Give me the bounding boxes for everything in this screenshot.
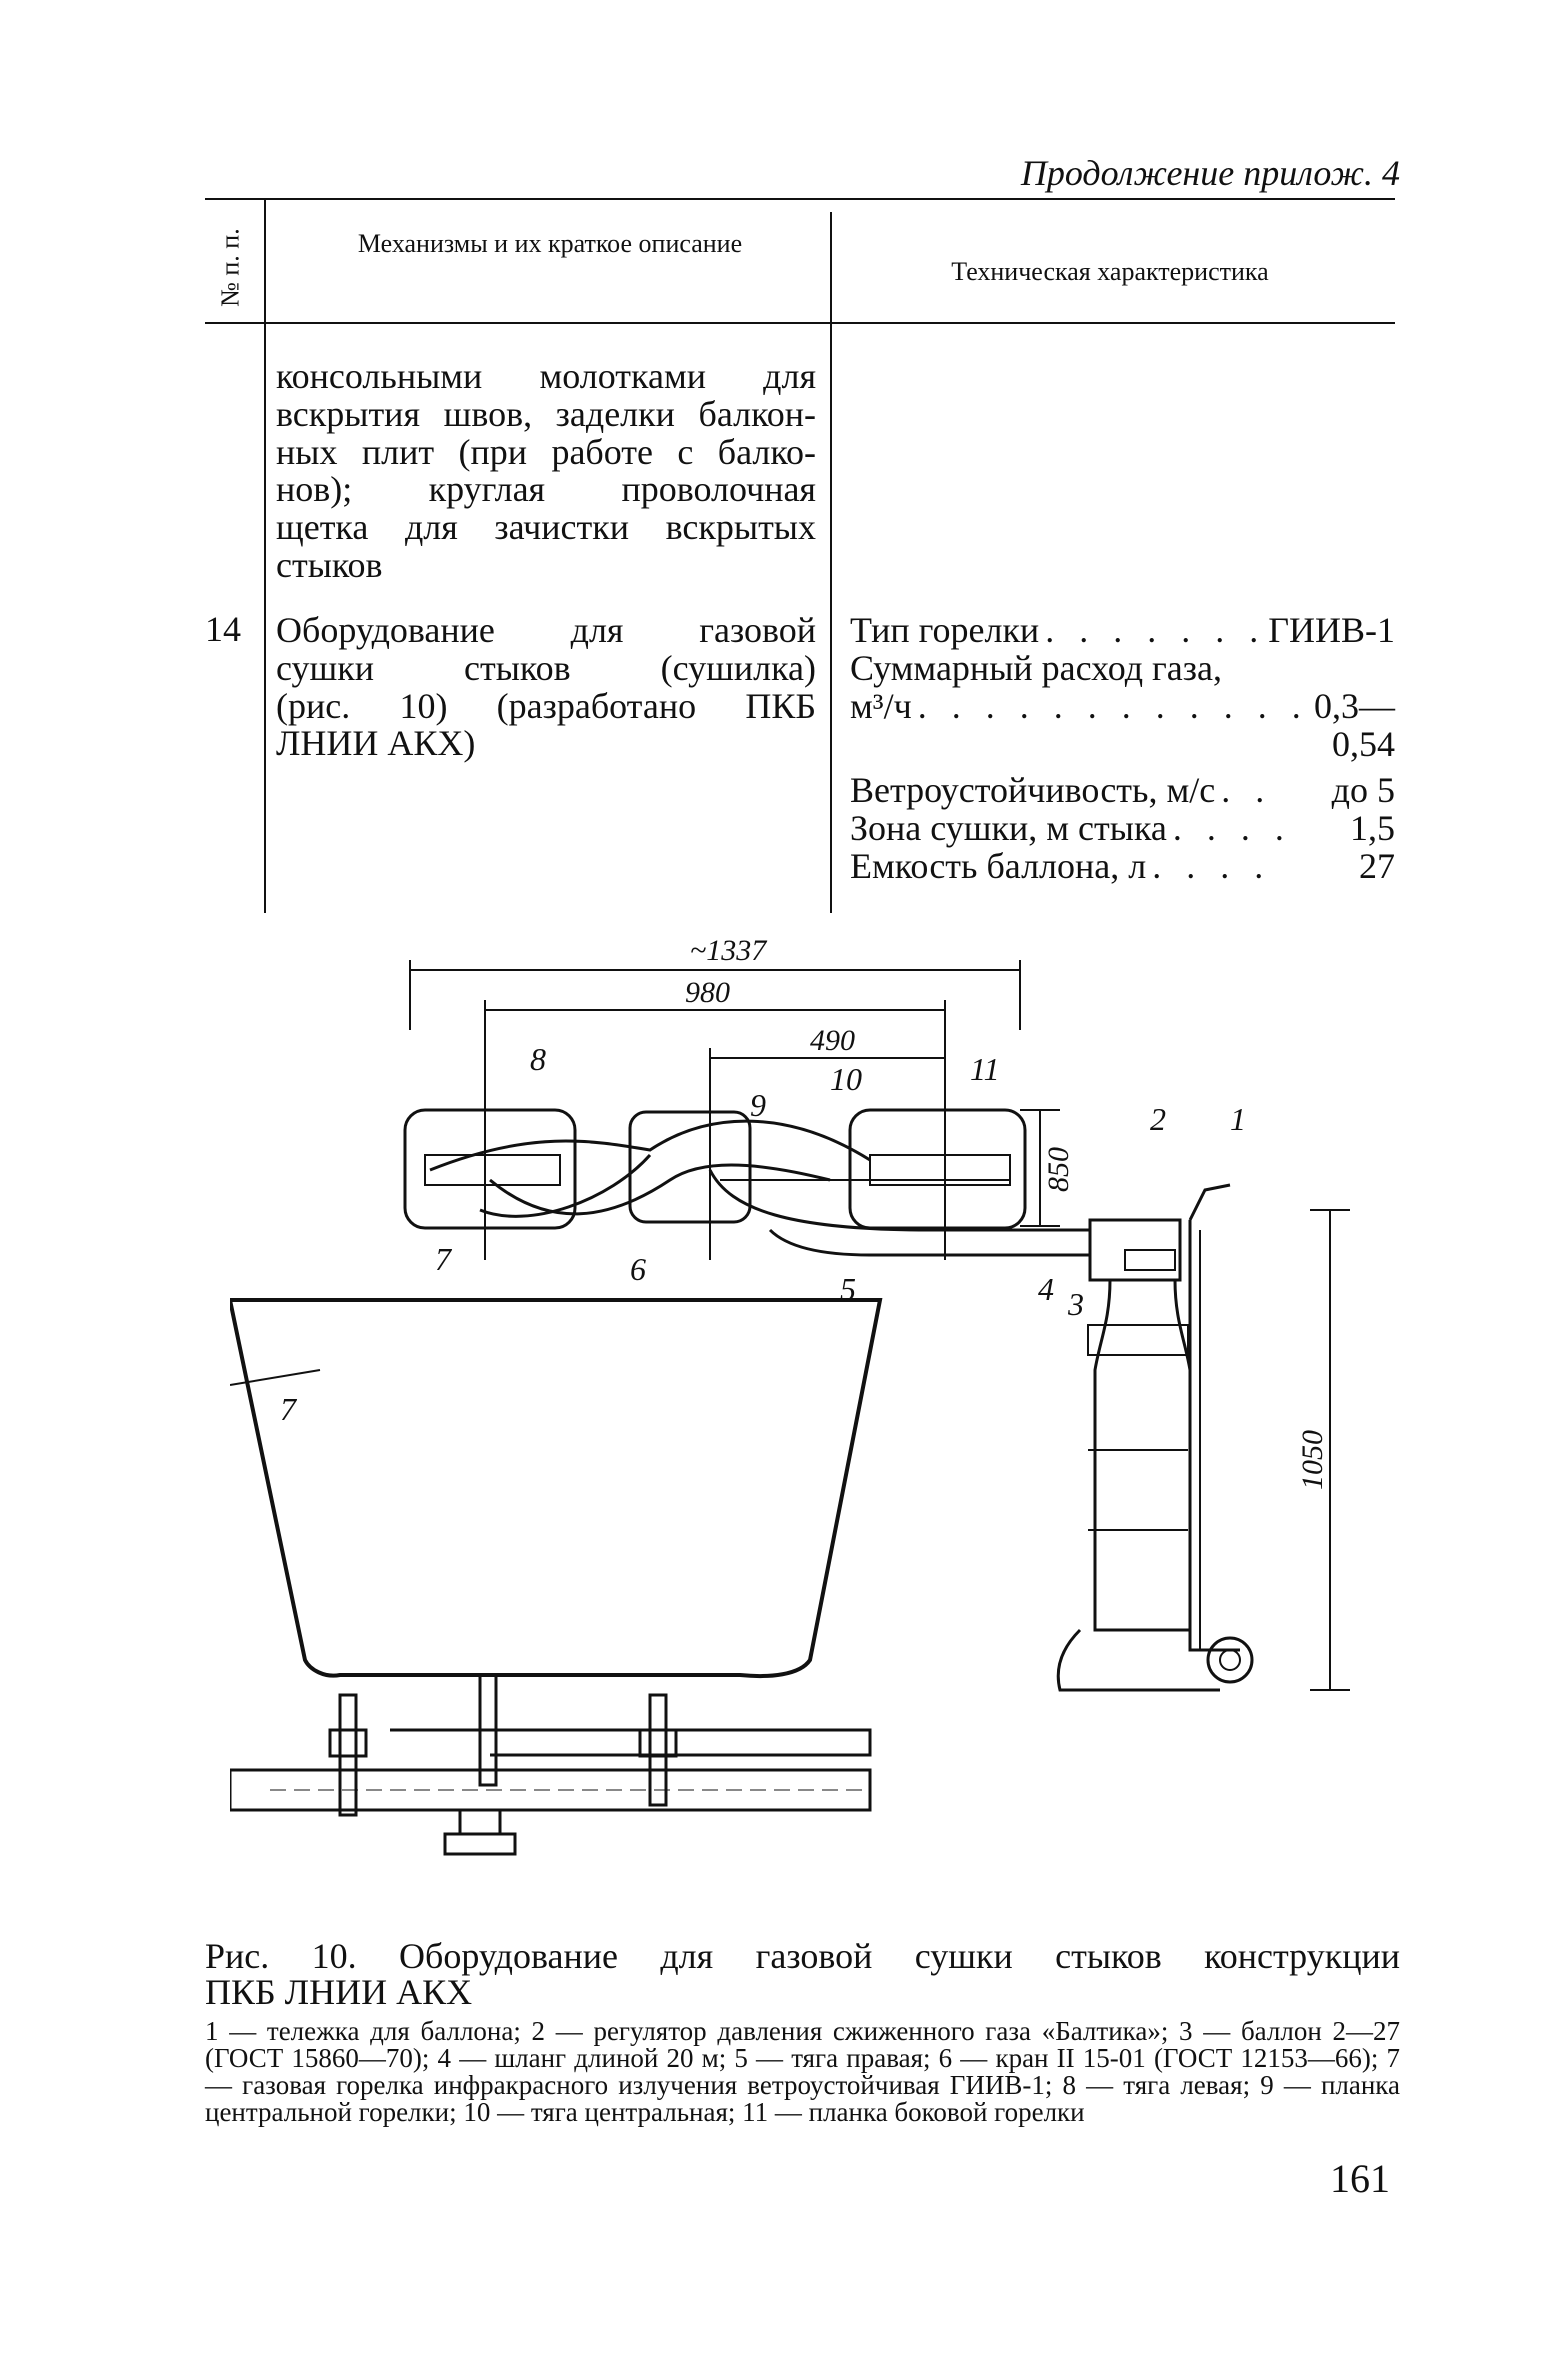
caption-title: Рис. 10. Оборудование для газовой сушки …	[205, 1936, 1400, 1976]
dim-1050: 1050	[1296, 1430, 1329, 1490]
page-number: 161	[1330, 2156, 1390, 2201]
row-description: Оборудование для газовой сушки стыков (с…	[276, 610, 816, 764]
callout-1: 1	[1230, 1101, 1246, 1137]
text-line: нов); круглая проволочная	[276, 469, 816, 510]
callout-10: 10	[830, 1061, 862, 1097]
dim-980: 980	[685, 976, 730, 1009]
caption-title-line2: ПКБ ЛНИИ АКХ	[205, 1972, 473, 2012]
header-number: № п. п.	[215, 228, 245, 307]
burner-plan	[403, 1108, 1090, 1232]
cylinder-cart	[1056, 1183, 1254, 1692]
text-line: вскрытия швов, заделки балкон-	[276, 393, 816, 434]
callout-5: 5	[840, 1271, 856, 1307]
equipment-drawing: ~1337 980 490 850 1050	[227, 930, 1400, 1920]
dimension-lines	[409, 960, 1350, 1691]
caption-legend: 1 — тележка для баллона; 2 — регулятор д…	[205, 2016, 1400, 2127]
callout-6: 6	[630, 1251, 646, 1287]
spec-row: 0,54	[1332, 724, 1395, 764]
text-line: Оборудование для газовой	[276, 610, 816, 650]
header-mechanisms: Механизмы и их краткое описание	[357, 229, 743, 258]
callout-4: 4	[1038, 1271, 1054, 1307]
header-specs: Техническая характеристика	[951, 257, 1269, 286]
text-line: ных плит (при работе с балко-	[276, 431, 816, 472]
text-line: стыков	[276, 544, 383, 585]
callout-8: 8	[530, 1041, 546, 1077]
text-line: консольными молотками для	[276, 356, 816, 396]
table-col-divider-1	[264, 198, 266, 913]
callout-7: 7	[435, 1241, 453, 1277]
dim-490: 490	[810, 1024, 855, 1057]
callout-7-side: 7	[280, 1391, 298, 1427]
figure-caption: Рис. 10. Оборудование для газовой сушки …	[205, 1938, 1400, 2126]
table-col-divider-2	[830, 212, 832, 913]
dim-850: 850	[1042, 1147, 1075, 1192]
spec-list: Тип горелки. . . . . . .ГИИВ-1 Суммарный…	[850, 610, 1395, 886]
spec-row: Тип горелки. . . . . . .ГИИВ-1	[850, 610, 1395, 650]
hose-line	[768, 1228, 1090, 1257]
callout-9: 9	[750, 1087, 766, 1123]
continued-description: консольными молотками для вскрытия швов,…	[276, 356, 816, 585]
burner-side	[227, 1298, 883, 1856]
running-head: Продолжение прилож. 4	[1020, 153, 1400, 193]
spec-row: Ветроустойчивость, м/с. .до 5	[850, 770, 1395, 810]
callout-labels: 1 2 3 4 5 6 7 8 9 10 11 7	[280, 1041, 1246, 1427]
drawing-svg: ~1337 980 490 850 1050	[227, 934, 1350, 1856]
text-line: (рис. 10) (разработано ПКБ	[276, 685, 816, 726]
table-header-rule	[205, 322, 1395, 324]
text-line: ЛНИИ АКХ)	[276, 723, 476, 764]
spec-row: Зона сушки, м стыка. . . .1,5	[850, 808, 1395, 848]
table-top-rule	[205, 198, 1395, 200]
dimension-labels: ~1337 980 490 850 1050	[685, 934, 1329, 1490]
spec-row: Суммарный расход газа,	[850, 648, 1222, 688]
spec-row: м³/ч. . . . . . . . . . . . . . . .0,3—	[850, 686, 1395, 726]
callout-11: 11	[970, 1051, 1000, 1087]
callout-3: 3	[1067, 1286, 1084, 1322]
spec-row: Емкость баллона, л. . . .27	[850, 846, 1395, 886]
text-line: сушки стыков (сушилка)	[276, 647, 816, 688]
row-number: 14	[205, 609, 241, 649]
dim-1337: ~1337	[690, 934, 768, 967]
callout-2: 2	[1150, 1101, 1166, 1137]
text-line: щетка для зачистки вскрытых	[276, 507, 816, 548]
